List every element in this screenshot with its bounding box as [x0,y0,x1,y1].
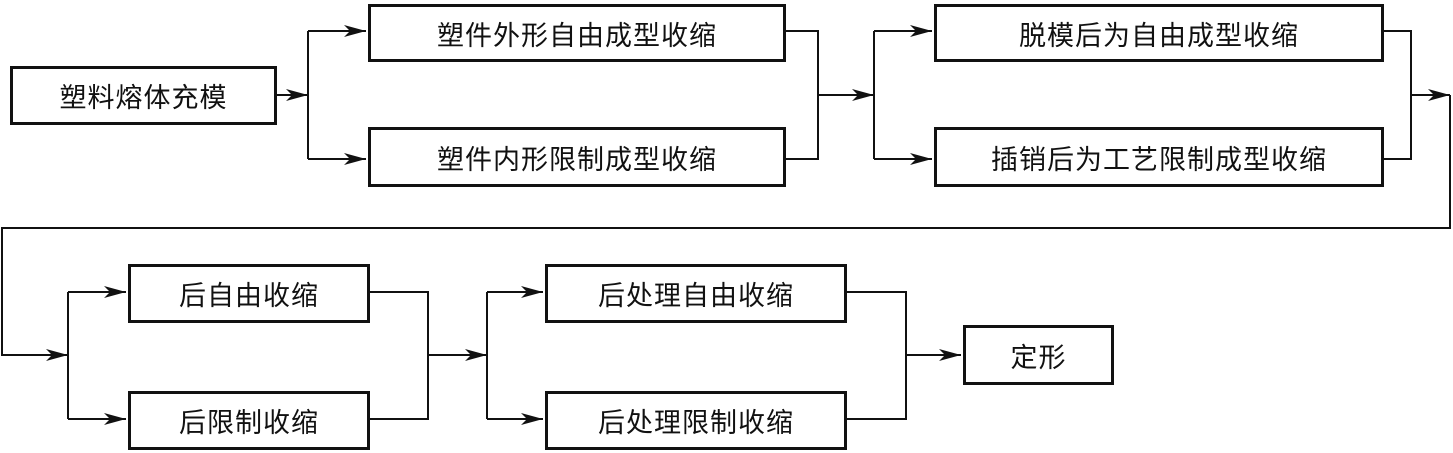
node-post-treatment-restricted-shrinkage: 后处理限制收缩 [545,391,847,450]
node-inner-shape-restricted-shrinkage: 塑件内形限制成型收缩 [368,127,786,187]
merge-3 [370,291,429,420]
node-post-treatment-free-shrinkage: 后处理自由收缩 [545,264,847,323]
node-post-restricted-shrinkage: 后限制收缩 [128,391,370,450]
node-demold-free-shrinkage: 脱模后为自由成型收缩 [934,4,1384,62]
merge-4 [847,291,907,420]
merge-1 [786,30,819,160]
node-final-shape: 定形 [963,325,1114,385]
node-pin-process-restricted-shrinkage: 插销后为工艺限制成型收缩 [934,127,1384,187]
connector-wrap-route [1,95,1451,361]
node-post-free-shrinkage: 后自由收缩 [128,264,370,323]
merge-2 [1384,30,1412,160]
node-plastic-melt-filling: 塑料熔体充模 [10,66,277,125]
node-outer-shape-free-shrinkage: 塑件外形自由成型收缩 [368,4,786,62]
